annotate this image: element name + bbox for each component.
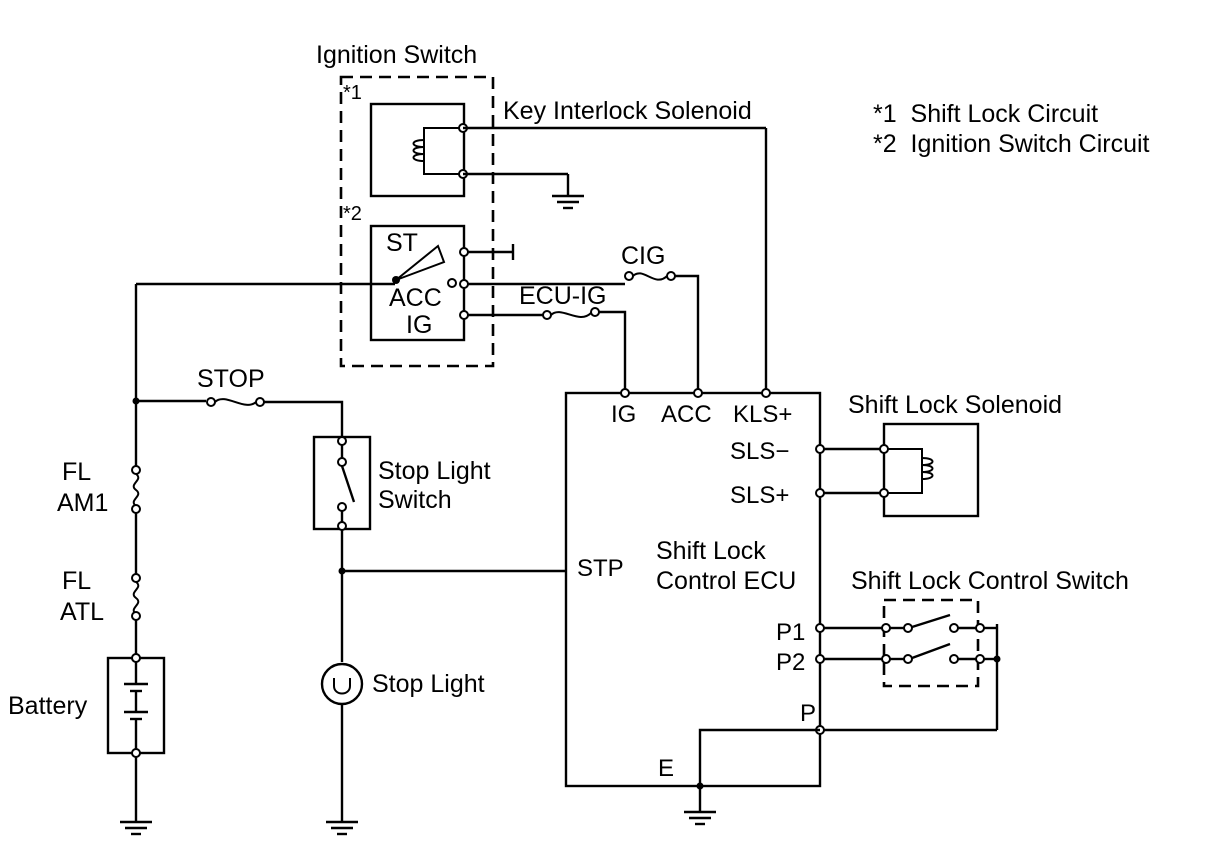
stop-light-switch-label-2: Switch — [378, 486, 452, 514]
ecu-pin-sls-plus: SLS+ — [730, 482, 789, 509]
acc-label: ACC — [389, 284, 442, 312]
shift-lock-solenoid: Shift Lock Solenoid — [824, 391, 1062, 518]
ignition-switch-title: Ignition Switch — [316, 41, 477, 69]
ignition-rotor-icon — [395, 244, 446, 281]
ecu-pin-stp: STP — [577, 555, 624, 582]
ecu-ground-icon — [684, 810, 716, 826]
ecu-pin-acc: ACC — [661, 401, 712, 428]
fl-atl-fusible-link: FL ATL — [60, 567, 141, 626]
key-interlock-box — [369, 102, 466, 198]
key-interlock-label: Key Interlock Solenoid — [503, 97, 752, 125]
fl-atl-label-top: FL — [62, 567, 91, 595]
cig-label: CIG — [621, 242, 665, 270]
shift-lock-control-switch: Shift Lock Control Switch — [824, 567, 1129, 730]
stop-light-label: Stop Light — [372, 670, 485, 698]
ground-icon — [552, 194, 584, 210]
stop-fuse-label: STOP — [197, 365, 265, 393]
legend: *1 Shift Lock Circuit *2 Ignition Switch… — [873, 100, 1150, 158]
fl-am1-label-bottom: AM1 — [57, 489, 108, 517]
ecu-pin-p2: P2 — [776, 649, 805, 676]
ecu-title-1: Shift Lock — [656, 537, 766, 565]
shift-lock-solenoid-box — [882, 422, 980, 518]
ig-label: IG — [406, 311, 432, 339]
stop-light: Stop Light — [320, 662, 485, 706]
stop-light-ground-icon — [326, 820, 358, 836]
battery-label: Battery — [8, 692, 88, 720]
ecu-pin-p: P — [800, 700, 816, 727]
fl-am1-label-top: FL — [62, 458, 91, 486]
stop-light-switch-label-1: Stop Light — [378, 457, 491, 485]
ecu-pin-p1: P1 — [776, 619, 805, 646]
ecu-ig-fuse: ECU-IG — [519, 282, 607, 320]
shift-lock-coil-icon — [921, 457, 934, 480]
stop-fuse: STOP — [197, 365, 265, 407]
ecu-pin-ig: IG — [611, 401, 636, 428]
circuit-mark-2: *2 — [343, 203, 362, 225]
stop-light-switch: Stop Light Switch — [312, 435, 491, 531]
circuit-mark-1: *1 — [343, 82, 362, 104]
legend-line-2: *2 Ignition Switch Circuit — [873, 130, 1150, 158]
stop-light-bulb-icon — [320, 662, 364, 706]
fl-am1-fusible-link: FL AM1 — [57, 458, 141, 517]
shift-lock-control-ecu: IG ACC KLS+ SLS− SLS+ STP Shift Lock Con… — [564, 388, 825, 788]
battery-ground-icon — [120, 820, 152, 836]
ecu-title-2: Control ECU — [656, 567, 796, 595]
st-label: ST — [386, 229, 418, 257]
key-interlock-coil-frame — [423, 127, 462, 175]
ecu-ig-label: ECU-IG — [519, 282, 607, 310]
ecu-pin-sls-minus: SLS− — [730, 438, 789, 465]
fl-atl-label-bottom: ATL — [60, 598, 104, 626]
legend-line-1: *1 Shift Lock Circuit — [873, 100, 1098, 128]
shift-lock-control-switch-outline — [882, 598, 980, 688]
cig-fuse: CIG — [621, 242, 676, 281]
ignition-switch: Ignition Switch *1 *2 Key Interlock Sole… — [136, 41, 766, 368]
shift-lock-solenoid-label: Shift Lock Solenoid — [848, 391, 1062, 419]
ecu-pin-e: E — [658, 755, 674, 782]
shift-lock-control-switch-label: Shift Lock Control Switch — [851, 567, 1129, 595]
key-interlock-coil-icon — [412, 139, 425, 162]
ecu-pin-kls: KLS+ — [733, 401, 792, 428]
ignition-switch-outline — [339, 75, 495, 368]
battery: Battery — [8, 653, 166, 758]
